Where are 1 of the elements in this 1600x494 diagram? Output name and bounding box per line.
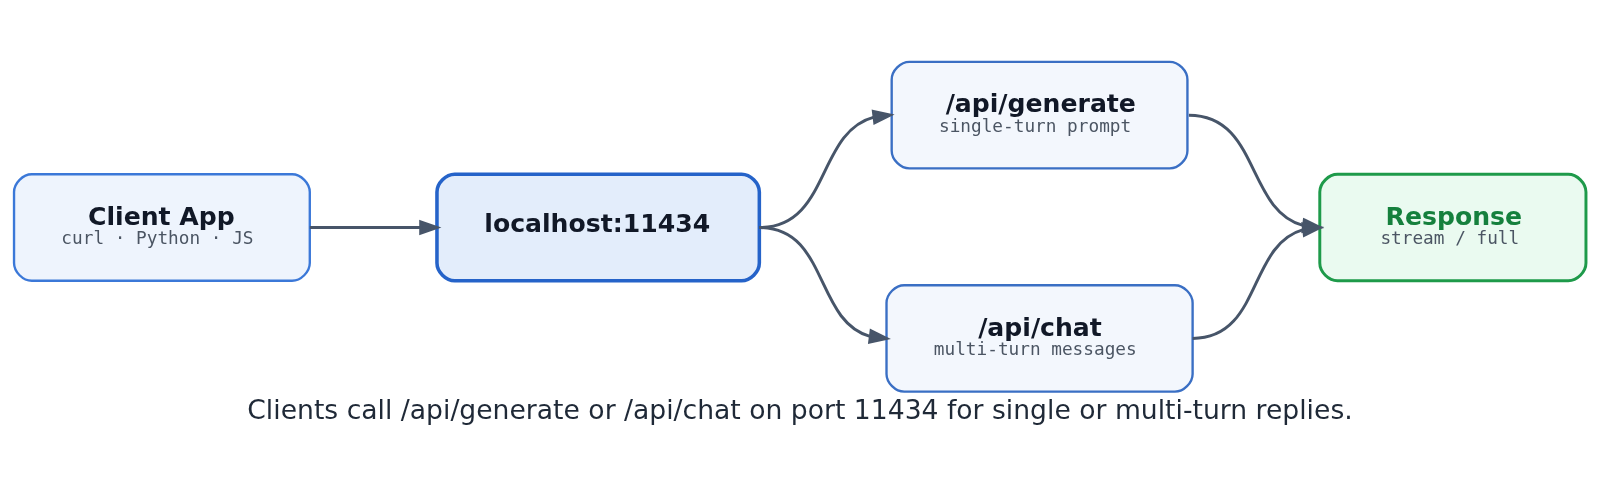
caption: Clients call /api/generate or /api/chat on port 11434 for single or multi-turn replies. — [247, 393, 1353, 425]
